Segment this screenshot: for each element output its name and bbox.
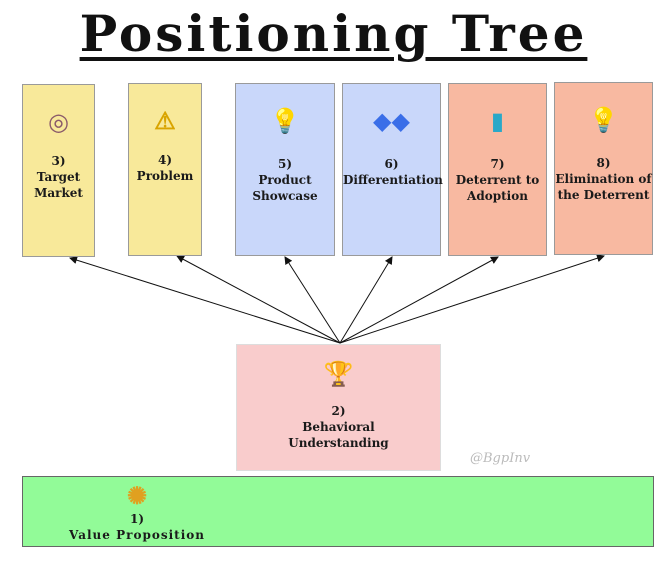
arrow-to-problem [176, 255, 341, 344]
box-label: Problem [136, 169, 194, 183]
box-label: Elimination of the Deterrent [555, 172, 652, 202]
page-title: Positioning Tree [79, 4, 588, 63]
spray-bottle-icon: ▮ [490, 106, 505, 135]
new-product-icon: 💡 [270, 106, 300, 135]
box-number: 2) [331, 404, 346, 418]
hand-lightbulb-icon: 💡 [588, 105, 619, 134]
box-number: 6) [384, 157, 399, 171]
box-label: Target Market [34, 170, 83, 200]
box-differentiation: ◆◆ 6) Differentiation [342, 83, 443, 256]
box-label: Differentiation [343, 173, 443, 187]
box-number: 5) [277, 157, 293, 171]
box-product-showcase: 💡 5) Product Showcase [235, 83, 335, 256]
arrow-to-deterrent [339, 256, 499, 344]
warning-magnifier-icon: ⚠ [154, 106, 176, 135]
box-number: 3) [51, 154, 66, 168]
box-label: Value Proposition [69, 528, 205, 542]
box-value-proposition: ✺ 1) Value Proposition [22, 476, 654, 547]
arrow-to-elimination [339, 254, 605, 344]
arrow-to-product-showcase [284, 256, 341, 344]
watermark: @BgpInv [470, 451, 531, 466]
target-audience-icon: ◎ [48, 107, 69, 136]
box-deterrent: ▮ 7) Deterrent to Adoption [448, 83, 547, 256]
box-target-market: ◎ 3) Target Market [22, 84, 95, 257]
box-label: Product Showcase [252, 173, 318, 203]
arrow-to-target-market [69, 256, 341, 344]
box-elimination: 💡 8) Elimination of the Deterrent [554, 82, 653, 255]
box-number: 4) [157, 153, 173, 167]
hands-gem-icon: ✺ [126, 481, 148, 510]
box-number: 8) [596, 156, 611, 170]
box-problem: ⚠ 4) Problem [128, 83, 202, 256]
box-behavioral-understanding: 🏆 2) Behavioral Understanding [236, 344, 441, 471]
analytics-trophy-icon: 🏆 [323, 359, 354, 388]
box-label: Behavioral Understanding [288, 420, 389, 450]
box-number: 7) [490, 157, 505, 171]
box-label: Deterrent to Adoption [455, 173, 540, 203]
arrow-to-differentiation [339, 256, 393, 344]
gems-icon: ◆◆ [373, 106, 410, 135]
box-number: 1) [129, 512, 145, 526]
